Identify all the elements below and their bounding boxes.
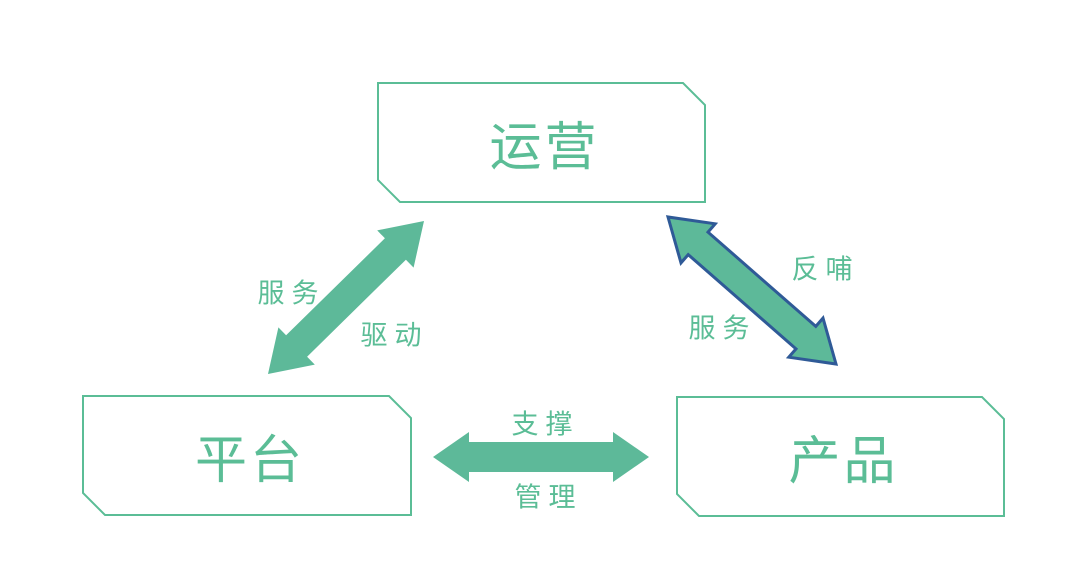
node-box-platform [82, 395, 412, 516]
arrow-operations-product [665, 215, 839, 366]
arrow-platform-operations [268, 221, 424, 374]
arrow-layer [268, 215, 839, 482]
node-box-product [676, 396, 1005, 517]
node-box-operations [377, 82, 706, 203]
arrow-platform-product [433, 432, 649, 482]
